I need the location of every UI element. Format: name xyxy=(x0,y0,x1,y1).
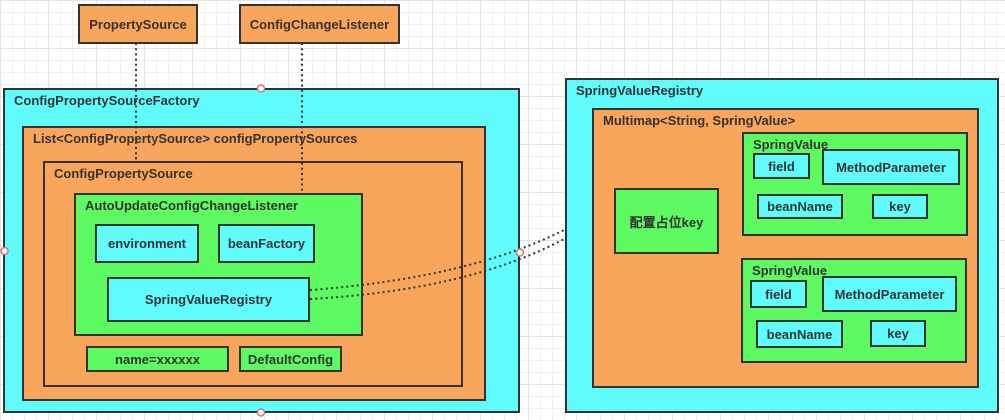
spring-value-registry-title: SpringValueRegistry xyxy=(576,83,704,98)
node-field-2[interactable]: field xyxy=(750,280,807,308)
node-name-entry[interactable]: name=xxxxxx xyxy=(86,346,229,372)
spring-value-2-title: SpringValue xyxy=(752,263,828,278)
node-property-source[interactable]: PropertySource xyxy=(78,4,198,44)
node-bean-name-1[interactable]: beanName xyxy=(757,194,843,219)
node-key-2[interactable]: key xyxy=(870,320,926,347)
node-bean-factory[interactable]: beanFactory xyxy=(218,224,315,263)
spring-value-1-title: SpringValue xyxy=(753,137,829,152)
node-bean-name-2[interactable]: beanName xyxy=(756,320,843,348)
node-config-change-listener[interactable]: ConfigChangeListener xyxy=(239,4,400,44)
node-field-1[interactable]: field xyxy=(753,153,810,179)
node-method-parameter-1[interactable]: MethodParameter xyxy=(822,149,960,185)
node-method-parameter-2[interactable]: MethodParameter xyxy=(822,276,957,312)
multimap-title: Multimap<String, SpringValue> xyxy=(603,113,796,128)
node-placeholder-key[interactable]: 配置占位key xyxy=(614,188,719,254)
node-default-config[interactable]: DefaultConfig xyxy=(239,346,342,372)
node-spring-value-registry-ref[interactable]: SpringValueRegistry xyxy=(107,277,310,322)
config-property-sources-list-title: List<ConfigPropertySource> configPropert… xyxy=(33,131,358,146)
auto-update-config-change-listener-title: AutoUpdateConfigChangeListener xyxy=(85,198,299,213)
config-property-source-title: ConfigPropertySource xyxy=(54,166,193,181)
config-property-source-factory-title: ConfigPropertySourceFactory xyxy=(14,93,200,108)
node-key-1[interactable]: key xyxy=(872,194,928,219)
node-environment[interactable]: environment xyxy=(95,224,199,263)
